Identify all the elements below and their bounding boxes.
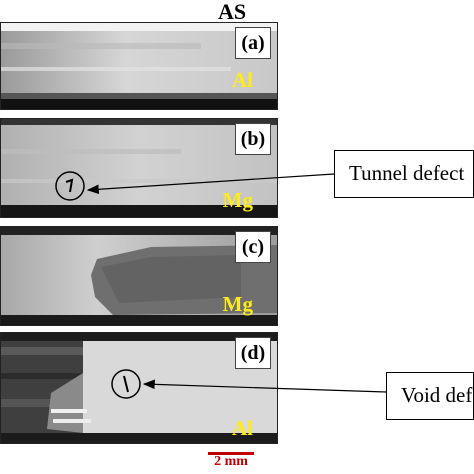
panel-d-image xyxy=(1,333,277,443)
panel-c-image xyxy=(1,227,277,325)
panel-d-material: Al xyxy=(232,416,253,440)
scale-bar: 2 mm xyxy=(208,452,254,469)
panel-a-image xyxy=(1,23,277,109)
void-defect-label: Void defect xyxy=(386,372,474,420)
panel-b: (b) Mg xyxy=(0,118,278,218)
panel-b-image xyxy=(1,119,277,217)
panel-c: (c) Mg xyxy=(0,226,278,326)
panel-d: (d) Al xyxy=(0,332,278,444)
advancing-side-label: AS xyxy=(218,0,247,24)
tunnel-defect-marker xyxy=(55,171,85,201)
tunnel-defect-arrow xyxy=(86,173,335,195)
void-defect-arrow xyxy=(142,379,387,393)
panel-a: (a) Al xyxy=(0,22,278,110)
panel-d-letter: (d) xyxy=(235,337,271,369)
panel-c-letter: (c) xyxy=(235,231,271,263)
panel-b-letter: (b) xyxy=(235,123,271,155)
void-defect-marker xyxy=(111,369,141,399)
panel-b-material: Mg xyxy=(222,188,253,212)
panel-a-letter: (a) xyxy=(235,27,271,59)
panel-c-material: Mg xyxy=(222,292,253,316)
panel-a-material: Al xyxy=(232,68,253,92)
